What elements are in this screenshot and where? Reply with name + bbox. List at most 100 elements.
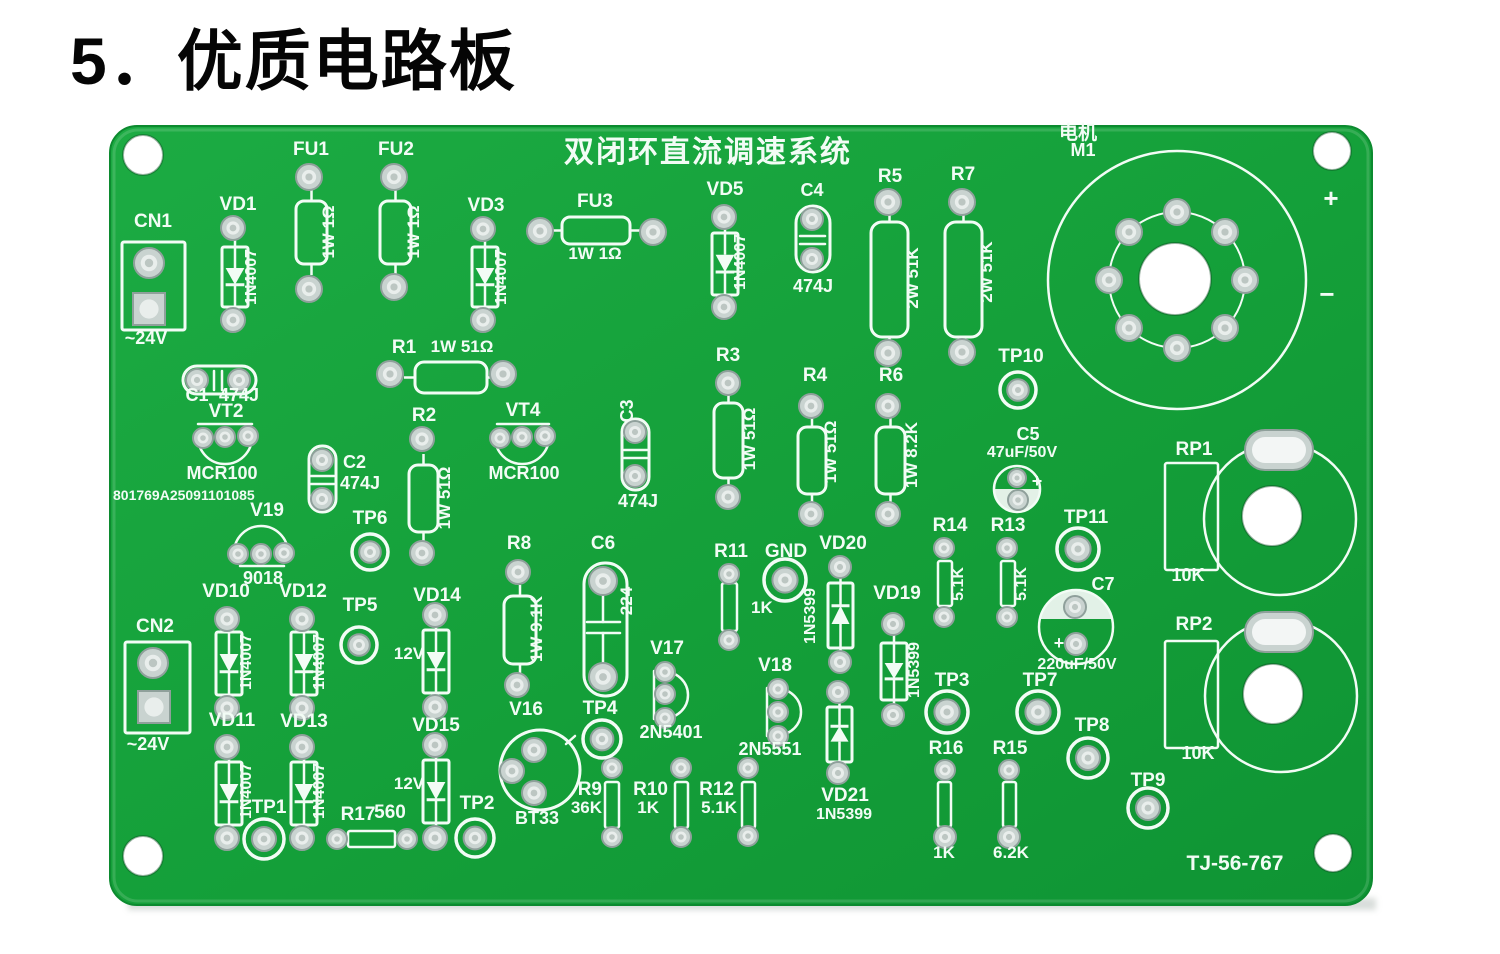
label-2w-51k: 2W 51K [977,241,996,303]
c5-plus: + [1032,471,1043,491]
solder-pad [775,733,781,739]
tp8-test-point [1084,754,1092,762]
label-1w-1-: 1W 1Ω [568,244,621,263]
label-mcr100: MCR100 [488,463,559,483]
solder-pad [662,669,668,675]
solder-pad [519,434,525,440]
rp1-hole [1241,485,1303,547]
label-224: 224 [617,586,636,615]
label-bt33: BT33 [515,808,559,828]
label-2n5551: 2N5551 [738,739,801,759]
label-1w-51-: 1W 51Ω [821,421,840,484]
solder-pad [775,686,781,692]
solder-pad [431,703,439,711]
label-c3: C3 [617,399,637,422]
label-c5: C5 [1016,424,1039,444]
solder-pad [508,767,516,775]
label-1n4007: 1N4007 [238,634,255,690]
solder-pad [941,614,947,620]
solder-pad [745,765,751,771]
solder-pad [390,283,398,291]
label-r2: R2 [412,405,436,426]
label-tp3: TP3 [935,670,970,691]
solder-pad [724,493,732,501]
tp1-test-point [242,817,286,861]
solder-pad [305,173,313,181]
solder-pad [836,658,844,666]
solder-pad [223,615,231,623]
label-2n5401: 2N5401 [639,722,702,742]
label-v18: V18 [758,655,792,676]
rp2-slot-pad [1252,619,1306,645]
motor-outline [1046,149,1308,411]
label-vt2: VT2 [209,401,244,422]
vd19-outline [884,662,904,679]
label-1k: 1K [933,843,955,862]
solder-pad [431,741,439,749]
motor-pad [1125,324,1133,332]
solder-pad [431,611,439,619]
board-code: TJ-56-767 [1187,852,1284,875]
solder-pad [631,428,639,436]
vd21-outline [830,726,849,742]
label-1n4007: 1N4007 [311,634,328,690]
label-6-2k: 6.2K [993,843,1030,862]
label-9018: 9018 [243,568,283,588]
cn1-pad [144,258,154,268]
label-vd15: VD15 [412,715,460,736]
page-heading: 5．优质电路板 [70,24,517,98]
motor-pad [1125,228,1133,236]
motor-pad [1241,276,1249,284]
tp7-test-point [1015,689,1061,735]
solder-pad [229,316,237,324]
label-vd11: VD11 [209,710,256,731]
label-vd10: VD10 [202,581,250,602]
label-10k: 10K [1181,743,1214,763]
label-560: 560 [374,802,406,823]
label-r6: R6 [879,365,903,386]
label-rp1: RP1 [1176,439,1213,460]
tp7-test-point [1034,708,1042,716]
solder-pad [193,376,201,384]
solder-pad [662,715,668,721]
tp8-test-point [1066,736,1110,780]
solder-pad [298,704,306,712]
motor-pad [1221,324,1229,332]
label-c6: C6 [591,533,615,554]
solder-pad [223,743,231,751]
label-1n4007: 1N4007 [311,763,328,819]
label-474j: 474J [618,491,658,511]
solder-pad [834,769,842,777]
label-r12: R12 [699,779,734,800]
label-vt4: VT4 [506,400,541,421]
label-r15: R15 [993,738,1028,759]
rp2-box [1163,639,1220,750]
solder-pad [884,402,892,410]
solder-pad [479,316,487,324]
tp3-test-point [924,689,970,735]
solder-pad [631,472,639,480]
label-1n5399: 1N5399 [906,642,923,698]
solder-pad [229,224,237,232]
label-c7: C7 [1091,574,1114,594]
tp6-test-point [366,548,374,556]
serial-number: 801769A25091101085 [113,487,255,503]
label--24v: ~24V [125,328,168,348]
solder-pad [542,433,548,439]
solder-pad [245,433,251,439]
label-1k: 1K [637,798,659,817]
solder-pad [942,767,948,773]
c2-body [307,444,338,514]
label-vd12: VD12 [279,581,327,602]
rp1-slot-pad [1252,437,1306,463]
solder-pad [599,673,607,681]
label-1n4007: 1N4007 [243,249,260,305]
solder-pad [258,551,264,557]
solder-pad [530,746,538,754]
label--24v: ~24V [127,734,170,754]
label-474j: 474J [793,276,833,296]
label-vd20: VD20 [819,533,867,554]
motor-minus: − [1319,279,1334,309]
solder-pad [678,765,684,771]
tp10-test-point [1014,386,1022,394]
